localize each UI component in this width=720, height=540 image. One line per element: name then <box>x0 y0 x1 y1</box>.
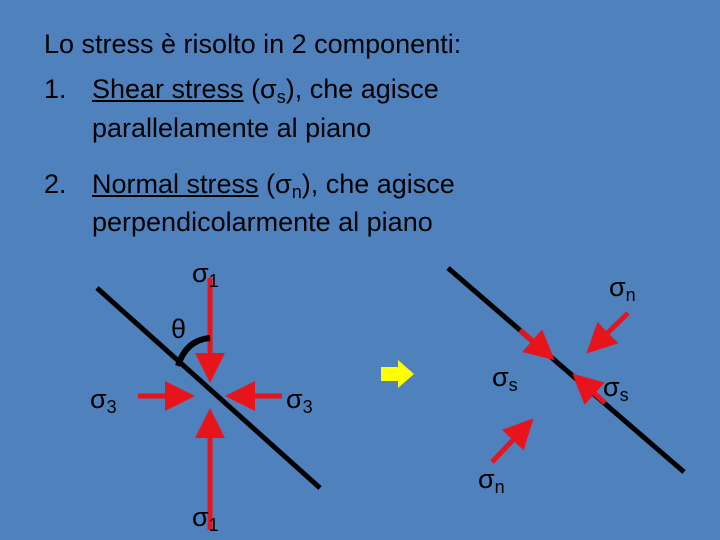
intro-line: Lo stress è risolto in 2 componenti: <box>44 29 462 59</box>
sigma1-top-sub: 1 <box>208 271 219 291</box>
item-1-line-1: Shear stress (σs), che agisce <box>92 73 439 107</box>
normal-symbol-close: ), che agisce <box>301 169 455 199</box>
sigma-s-left-label: σs <box>492 362 518 395</box>
sigma-s-right-label: σs <box>603 372 629 405</box>
sigma3-right-base: σ <box>286 384 303 414</box>
sigma-s-left-sub: s <box>508 375 518 395</box>
normal-symbol-open: (σ <box>258 169 292 199</box>
transition-arrow <box>381 360 414 388</box>
sigma-s-upper-arrow <box>518 328 555 361</box>
sigma3-right-sub: 3 <box>302 397 313 417</box>
sigma-n-bottom-base: σ <box>478 464 495 494</box>
item-1-line-2: parallelamente al piano <box>92 113 372 143</box>
sigma-s-right-base: σ <box>603 372 620 402</box>
sigma-n-top-arrow <box>586 311 630 354</box>
shear-symbol-close: ), che agisce <box>285 74 439 104</box>
sigma-n-top-sub: n <box>625 285 636 305</box>
sigma3-right-label: σ3 <box>286 384 313 417</box>
item-2-line-1: Normal stress (σn), che agisce <box>92 168 455 202</box>
sigma1-top-base: σ <box>192 258 209 288</box>
sigma-n-top-label: σn <box>609 272 636 305</box>
sigma-n-bottom-sub: n <box>494 477 505 497</box>
sigma-n-bottom-label: σn <box>478 464 505 497</box>
right-plane-line <box>446 266 686 474</box>
sigma-s-lower-arrow <box>572 373 607 405</box>
normal-symbol-sub: n <box>291 182 302 202</box>
sigma-s-right-sub: s <box>619 385 629 405</box>
item-2-line-2: perpendicolarmente al piano <box>92 207 433 237</box>
sigma-n-top-base: σ <box>609 272 626 302</box>
sigma3-left-sub: 3 <box>106 397 117 417</box>
item-1-number: 1. <box>44 74 67 104</box>
normal-stress-term: Normal stress <box>92 169 259 199</box>
sigma-s-left-base: σ <box>492 362 509 392</box>
sigma-n-bottom-arrow <box>490 418 534 464</box>
theta-label: θ <box>171 314 187 344</box>
left-plane-line <box>95 286 322 490</box>
sigma1-top-label: σ1 <box>192 258 219 291</box>
sigma3-left-label: σ3 <box>90 384 117 417</box>
shear-symbol-sub: s <box>276 87 286 107</box>
sigma1-bottom-sub: 1 <box>208 515 219 535</box>
sigma1-bottom-label: σ1 <box>192 502 219 535</box>
shear-symbol-open: (σ <box>243 74 277 104</box>
intro-text: Lo stress è risolto in 2 componenti: <box>44 28 461 60</box>
shear-stress-term: Shear stress <box>92 74 244 104</box>
sigma1-bottom-base: σ <box>192 502 209 532</box>
item-2-number: 2. <box>44 169 67 199</box>
theta-arc <box>175 335 211 367</box>
sigma3-left-base: σ <box>90 384 107 414</box>
